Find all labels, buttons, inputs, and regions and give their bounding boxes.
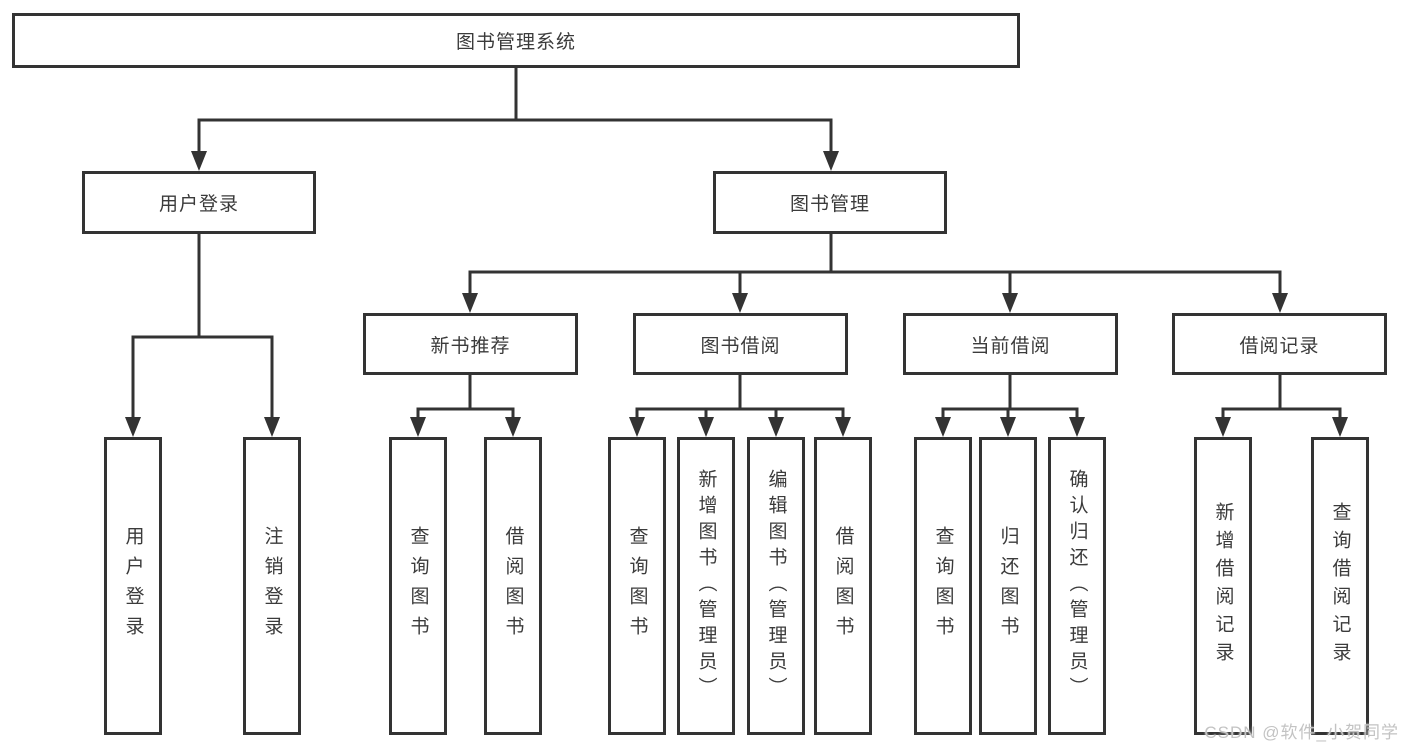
connector-path xyxy=(131,68,1342,419)
arrow-down-icon xyxy=(410,417,426,437)
node-root: 图书管理系统 xyxy=(12,13,1020,68)
arrow-down-icon xyxy=(1215,417,1231,437)
node-query-book-recommend: 查询图书 xyxy=(389,437,447,735)
node-query-borrow-record: 查询借阅记录 xyxy=(1311,437,1369,735)
arrow-down-icon xyxy=(125,417,141,437)
arrow-down-icon xyxy=(1002,293,1018,313)
node-borrow-book-borrowing: 借阅图书 xyxy=(814,437,872,735)
node-label: 用户登录 xyxy=(122,526,144,646)
node-user-login: 用户登录 xyxy=(82,171,316,234)
node-label: 归还图书 xyxy=(997,526,1019,646)
node-label: 查询图书 xyxy=(626,526,648,646)
arrow-down-icon xyxy=(1332,417,1348,437)
arrowheads xyxy=(125,151,1348,437)
node-label: 借阅图书 xyxy=(502,526,524,646)
arrow-down-icon xyxy=(835,417,851,437)
node-query-book-current: 查询图书 xyxy=(914,437,972,735)
watermark: CSDN @软件_小贺同学 xyxy=(1204,723,1399,742)
arrow-down-icon xyxy=(629,417,645,437)
node-label: 新增借阅记录 xyxy=(1212,502,1234,670)
arrow-down-icon xyxy=(462,293,478,313)
node-label: 图书管理系统 xyxy=(455,32,576,53)
arrow-down-icon xyxy=(264,417,280,437)
node-return-book: 归还图书 xyxy=(979,437,1037,735)
node-book-borrowing: 图书借阅 xyxy=(633,313,848,375)
node-label: 注销登录 xyxy=(261,526,283,646)
arrow-down-icon xyxy=(505,417,521,437)
node-label: 查询图书 xyxy=(407,526,429,646)
node-label: 借阅图书 xyxy=(832,526,854,646)
node-label: 编辑图书（管理员） xyxy=(765,469,787,703)
arrow-down-icon xyxy=(191,151,207,171)
node-confirm-return-admin: 确认归还（管理员） xyxy=(1048,437,1106,735)
node-label: 查询借阅记录 xyxy=(1329,502,1351,670)
node-current-borrowing: 当前借阅 xyxy=(903,313,1118,375)
node-book-management: 图书管理 xyxy=(713,171,947,234)
arrow-down-icon xyxy=(698,417,714,437)
node-label: 借阅记录 xyxy=(1239,335,1320,357)
arrow-down-icon xyxy=(732,293,748,313)
node-query-book-borrowing: 查询图书 xyxy=(608,437,666,735)
node-add-book-admin: 新增图书（管理员） xyxy=(677,437,735,735)
node-borrow-book-recommend: 借阅图书 xyxy=(484,437,542,735)
node-label: 用户登录 xyxy=(158,194,239,215)
node-label: 新书推荐 xyxy=(430,335,511,357)
arrow-down-icon xyxy=(768,417,784,437)
node-label: 查询图书 xyxy=(932,526,954,646)
node-label: 当前借阅 xyxy=(970,335,1051,357)
node-label: 确认归还（管理员） xyxy=(1066,469,1088,703)
arrow-down-icon xyxy=(935,417,951,437)
node-edit-book-admin: 编辑图书（管理员） xyxy=(747,437,805,735)
arrow-down-icon xyxy=(823,151,839,171)
node-label: 图书管理 xyxy=(789,194,870,215)
arrow-down-icon xyxy=(1069,417,1085,437)
node-add-borrow-record: 新增借阅记录 xyxy=(1194,437,1252,735)
node-logout-leaf: 注销登录 xyxy=(243,437,301,735)
node-label: 新增图书（管理员） xyxy=(695,469,717,703)
node-borrowing-records: 借阅记录 xyxy=(1172,313,1387,375)
node-label: 图书借阅 xyxy=(700,335,781,357)
arrow-down-icon xyxy=(1272,293,1288,313)
arrow-down-icon xyxy=(1000,417,1016,437)
node-user-login-leaf: 用户登录 xyxy=(104,437,162,735)
node-new-book-recommend: 新书推荐 xyxy=(363,313,578,375)
